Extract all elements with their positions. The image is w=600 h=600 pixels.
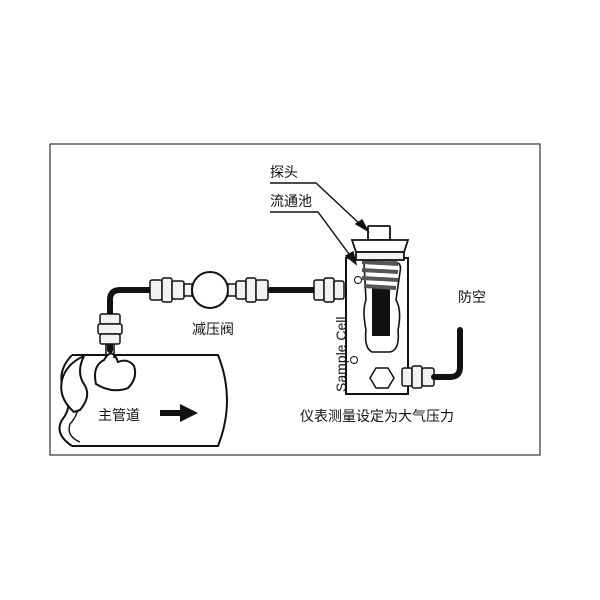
hex-bolt-icon [369, 367, 395, 389]
outlet-fitting [401, 365, 435, 389]
tap-fitting [94, 352, 137, 392]
screw-icon [350, 356, 358, 364]
leader-lines [270, 182, 370, 266]
sample-cell-label: Sample Cell [333, 317, 349, 392]
pressure-valve-label: 减压阀 [192, 322, 234, 338]
probe-head [350, 225, 410, 261]
diagram-frame [49, 143, 541, 456]
flow-cell-label: 流通池 [270, 194, 312, 210]
probe-label: 探头 [270, 165, 298, 181]
spring-coil [361, 260, 399, 290]
screw-icon [354, 276, 362, 284]
vent-label: 防空 [458, 290, 486, 306]
pressure-reducing-valve [183, 271, 269, 309]
inlet-union-fitting [149, 277, 185, 303]
vent-tube [431, 327, 463, 380]
flow-arrow-icon [160, 404, 198, 422]
flame-icon [60, 353, 89, 414]
sample-cell: Sample Cell [333, 257, 409, 395]
atmospheric-note: 仪表测量设定为大气压力 [300, 409, 454, 425]
tap-union-fitting [97, 313, 123, 358]
main-pipe-label: 主管道 [98, 408, 140, 424]
cell-inlet-fitting [313, 277, 345, 303]
